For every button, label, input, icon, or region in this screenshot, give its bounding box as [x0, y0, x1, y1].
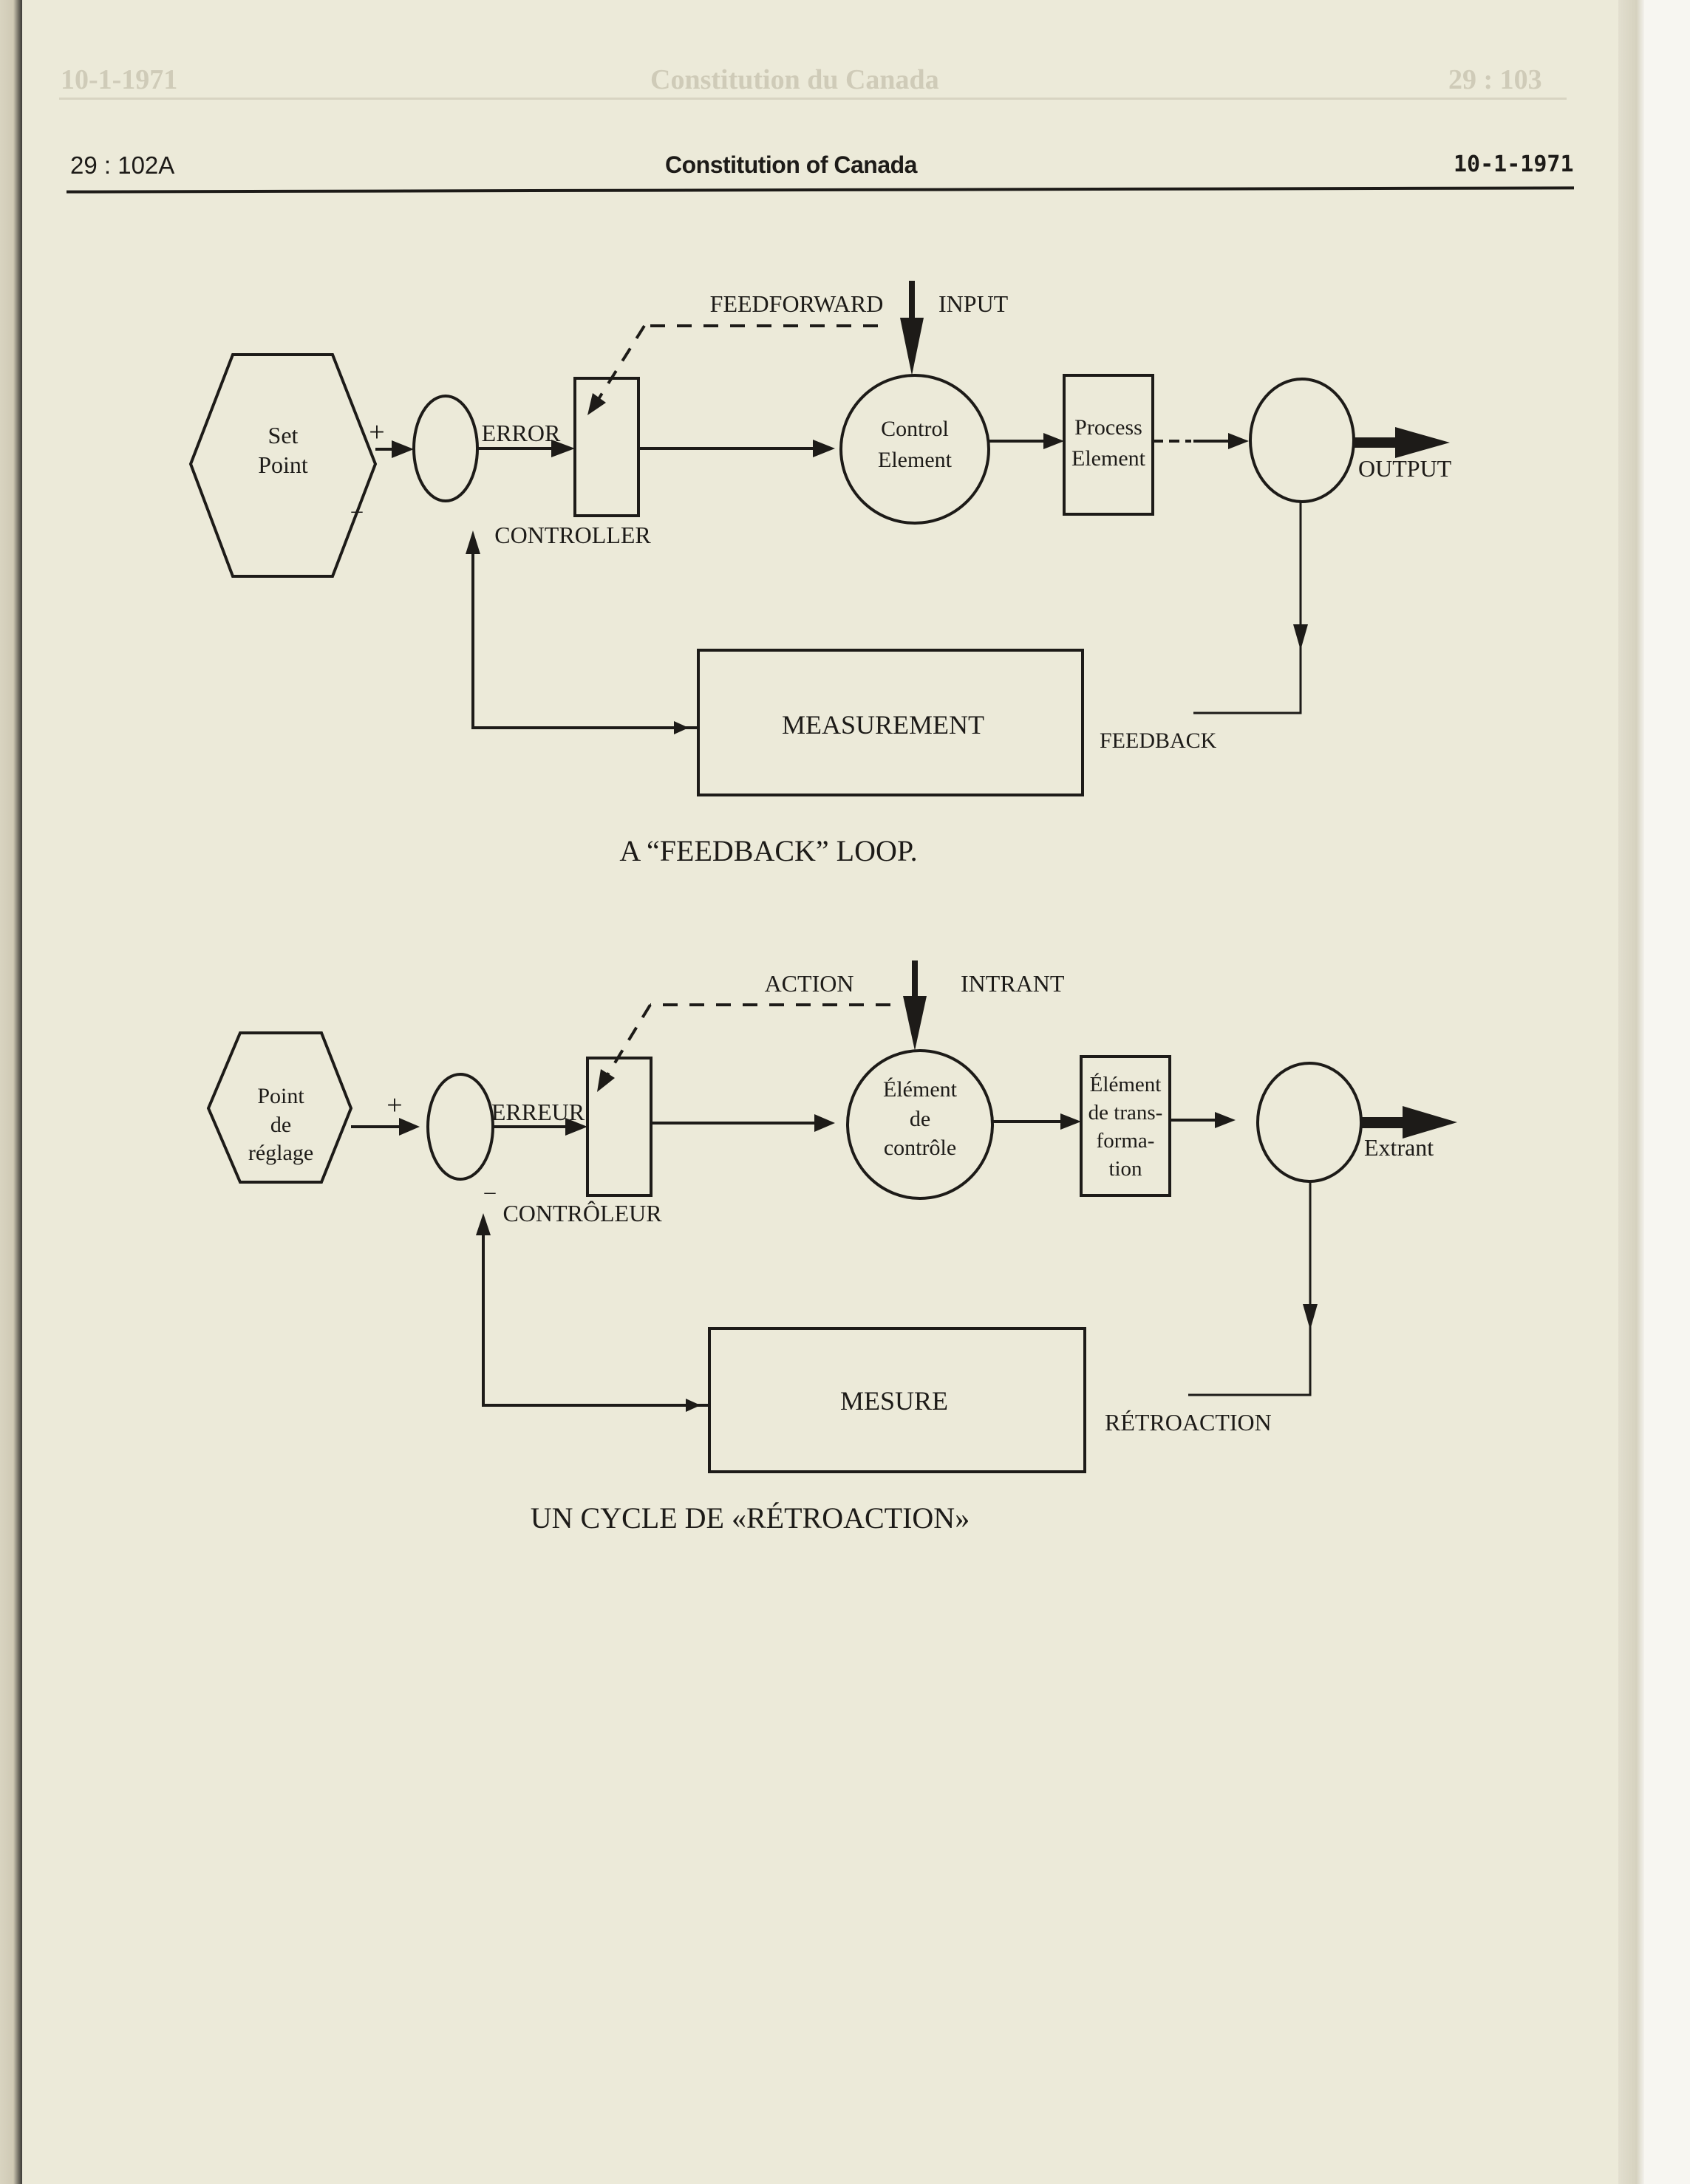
process-element-label-line1: Élément: [1090, 1072, 1162, 1096]
feedback-up-arrowhead-icon: [466, 530, 480, 554]
input-arrowhead-icon: [900, 318, 924, 375]
control-element-label-line1: Élément: [883, 1077, 958, 1102]
feedforward-arrowhead-icon: [597, 1069, 615, 1092]
output-arrowhead-icon: [1395, 427, 1450, 458]
diagram-english: Set Point + – – ERROR CONTROLLER Control…: [188, 281, 1452, 867]
control-element-circle: [846, 1049, 994, 1200]
set-point-label-line1: Point: [257, 1084, 304, 1108]
process-element-label-line1: Process: [1074, 415, 1142, 440]
minus-sign-visible: –: [351, 498, 364, 522]
arrowhead-icon: [1228, 433, 1249, 449]
feedforward-dashed-diagonal: [597, 324, 646, 400]
measurement-label: MEASUREMENT: [782, 710, 984, 740]
control-element-label-line2: de: [910, 1107, 930, 1131]
process-element-label-line2: Element: [1071, 446, 1146, 471]
arrowhead-icon: [565, 1118, 587, 1136]
arrowhead-icon: [814, 1114, 835, 1132]
feedback-path-right: [1193, 502, 1302, 714]
arrowhead-icon: [551, 440, 575, 457]
summing-junction: [412, 395, 479, 502]
feedforward-label: ACTION: [765, 970, 854, 997]
feedback-label: FEEDBACK: [1100, 728, 1217, 753]
feedback-path-right: [1188, 1181, 1312, 1396]
process-element-box: [1080, 1055, 1171, 1197]
measurement-label: MESURE: [840, 1386, 948, 1416]
page-number: 29 : 102A: [70, 151, 175, 179]
feedforward-dashed-diagonal: [606, 1003, 652, 1076]
controller-box: [573, 377, 640, 517]
set-point-hexagon: [188, 353, 378, 578]
bleed-through-rule: [59, 98, 1567, 100]
set-point-label-line2: Point: [258, 451, 308, 478]
set-point-label-line2: de: [270, 1113, 291, 1137]
diagram-caption-english: A “FEEDBACK” LOOP.: [619, 834, 917, 867]
controller-label: CONTRÔLEUR: [502, 1200, 662, 1226]
feedback-down-arrowhead-icon: [1303, 1304, 1318, 1330]
arrowhead-icon: [399, 1118, 420, 1136]
diagram-caption-french: UN CYCLE DE «RÉTROACTION»: [531, 1501, 970, 1535]
measurement-box: [697, 649, 1084, 796]
error-label: ERROR: [482, 420, 561, 446]
arrowhead-icon: [1215, 1112, 1236, 1128]
plus-sign: +: [386, 1090, 402, 1121]
document-page: [22, 0, 1618, 2184]
controller-label: CONTROLLER: [494, 522, 651, 548]
output-arrowhead-icon: [1403, 1106, 1457, 1139]
controller-box: [586, 1057, 653, 1197]
arrowhead-icon: [813, 440, 835, 457]
minus-sign: –: [484, 1179, 497, 1204]
control-element-label-line3: contrôle: [884, 1136, 956, 1160]
input-label: INPUT: [938, 290, 1009, 317]
process-element-label-line3: forma-: [1097, 1129, 1155, 1153]
feedback-path-left: [482, 1226, 709, 1407]
arrowhead-icon: [686, 1399, 701, 1412]
arrowhead-icon: [1060, 1113, 1081, 1130]
feedforward-arrowhead-icon: [587, 393, 606, 415]
control-element-label-line2: Element: [878, 448, 953, 472]
page-binding-edge: [0, 0, 22, 2184]
output-junction-circle: [1256, 1062, 1363, 1183]
output-label: Extrant: [1364, 1134, 1434, 1161]
feedforward-label: FEEDFORWARD: [710, 290, 884, 317]
header-date: 10-1-1971: [1454, 151, 1574, 177]
arrowhead-icon: [1043, 433, 1064, 449]
feedback-down-arrowhead-icon: [1293, 624, 1308, 650]
arrowhead-icon: [392, 440, 414, 458]
plus-sign: +: [369, 417, 384, 448]
feedback-path-left: [471, 543, 698, 729]
running-title: Constitution of Canada: [665, 151, 917, 178]
page-right-edge: [1618, 0, 1644, 2184]
control-element-circle: [839, 374, 990, 525]
control-element-label-line1: Control: [881, 417, 949, 441]
output-label: OUTPUT: [1358, 455, 1452, 482]
set-point-hexagon: [206, 1031, 353, 1184]
feedback-up-arrowhead-icon: [476, 1213, 491, 1235]
diagram-french: Point de réglage + – ERREUR CONTRÔLEUR É…: [206, 960, 1457, 1535]
process-element-label-line2: de trans-: [1088, 1101, 1163, 1125]
summing-junction: [426, 1073, 494, 1181]
set-point-label-line1: Set: [268, 422, 299, 448]
process-element-box: [1063, 374, 1154, 516]
error-label: ERREUR: [491, 1099, 585, 1125]
feedback-label: RÉTROACTION: [1105, 1409, 1272, 1436]
arrowhead-icon: [674, 721, 689, 734]
process-element-label-line4: tion: [1108, 1157, 1142, 1181]
measurement-box: [708, 1327, 1086, 1473]
input-label: INTRANT: [961, 970, 1065, 997]
set-point-label-line3: réglage: [248, 1141, 313, 1165]
output-junction-circle: [1249, 378, 1355, 503]
input-arrowhead-icon: [903, 996, 927, 1051]
